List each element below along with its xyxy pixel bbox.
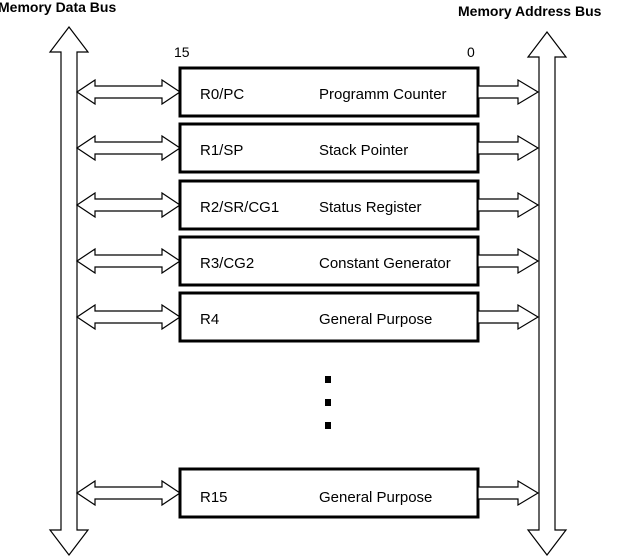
bit-15-label: 15 xyxy=(174,44,190,60)
register-row-r0: R0/PC Programm Counter xyxy=(75,66,540,118)
bit-0-label: 0 xyxy=(467,44,475,60)
register-description: Status Register xyxy=(319,199,422,216)
data-bus-link-arrow xyxy=(75,303,182,331)
register-name: R2/SR/CG1 xyxy=(200,199,279,216)
data-bus-link-arrow xyxy=(75,479,182,507)
register-description: Programm Counter xyxy=(319,86,447,103)
memory-data-bus-label: Memory Data Bus xyxy=(0,0,116,15)
register-row-r2: R2/SR/CG1 Status Register xyxy=(75,179,540,231)
ellipsis-dot xyxy=(325,399,331,406)
register-name: R4 xyxy=(200,311,219,328)
ellipsis-dots xyxy=(325,376,331,429)
memory-data-bus-arrow xyxy=(48,26,90,556)
register-description: Constant Generator xyxy=(319,255,451,272)
address-bus-link-arrow xyxy=(477,134,540,162)
data-bus-link-arrow xyxy=(75,134,182,162)
register-box xyxy=(178,122,480,174)
register-row-r3: R3/CG2 Constant Generator xyxy=(75,235,540,287)
address-bus-link-arrow xyxy=(477,247,540,275)
register-box xyxy=(178,66,480,118)
ellipsis-dot xyxy=(325,376,331,383)
address-bus-link-arrow xyxy=(477,303,540,331)
register-row-r4: R4 General Purpose xyxy=(75,291,540,343)
register-row-r15: R15 General Purpose xyxy=(75,467,540,519)
address-bus-link-arrow xyxy=(477,78,540,106)
register-row-r1: R1/SP Stack Pointer xyxy=(75,122,540,174)
register-name: R1/SP xyxy=(200,142,243,159)
memory-address-bus-label: Memory Address Bus xyxy=(458,3,602,19)
register-box xyxy=(178,291,480,343)
register-name: R0/PC xyxy=(200,86,244,103)
data-bus-link-arrow xyxy=(75,247,182,275)
address-bus-link-arrow xyxy=(477,191,540,219)
data-bus-link-arrow xyxy=(75,78,182,106)
memory-address-bus-arrow xyxy=(526,31,568,556)
register-description: Stack Pointer xyxy=(319,142,408,159)
register-name: R15 xyxy=(200,489,228,506)
register-box xyxy=(178,467,480,519)
data-bus-link-arrow xyxy=(75,191,182,219)
register-description: General Purpose xyxy=(319,311,432,328)
address-bus-link-arrow xyxy=(477,479,540,507)
register-name: R3/CG2 xyxy=(200,255,254,272)
register-description: General Purpose xyxy=(319,489,432,506)
register-box xyxy=(178,179,480,231)
ellipsis-dot xyxy=(325,422,331,429)
